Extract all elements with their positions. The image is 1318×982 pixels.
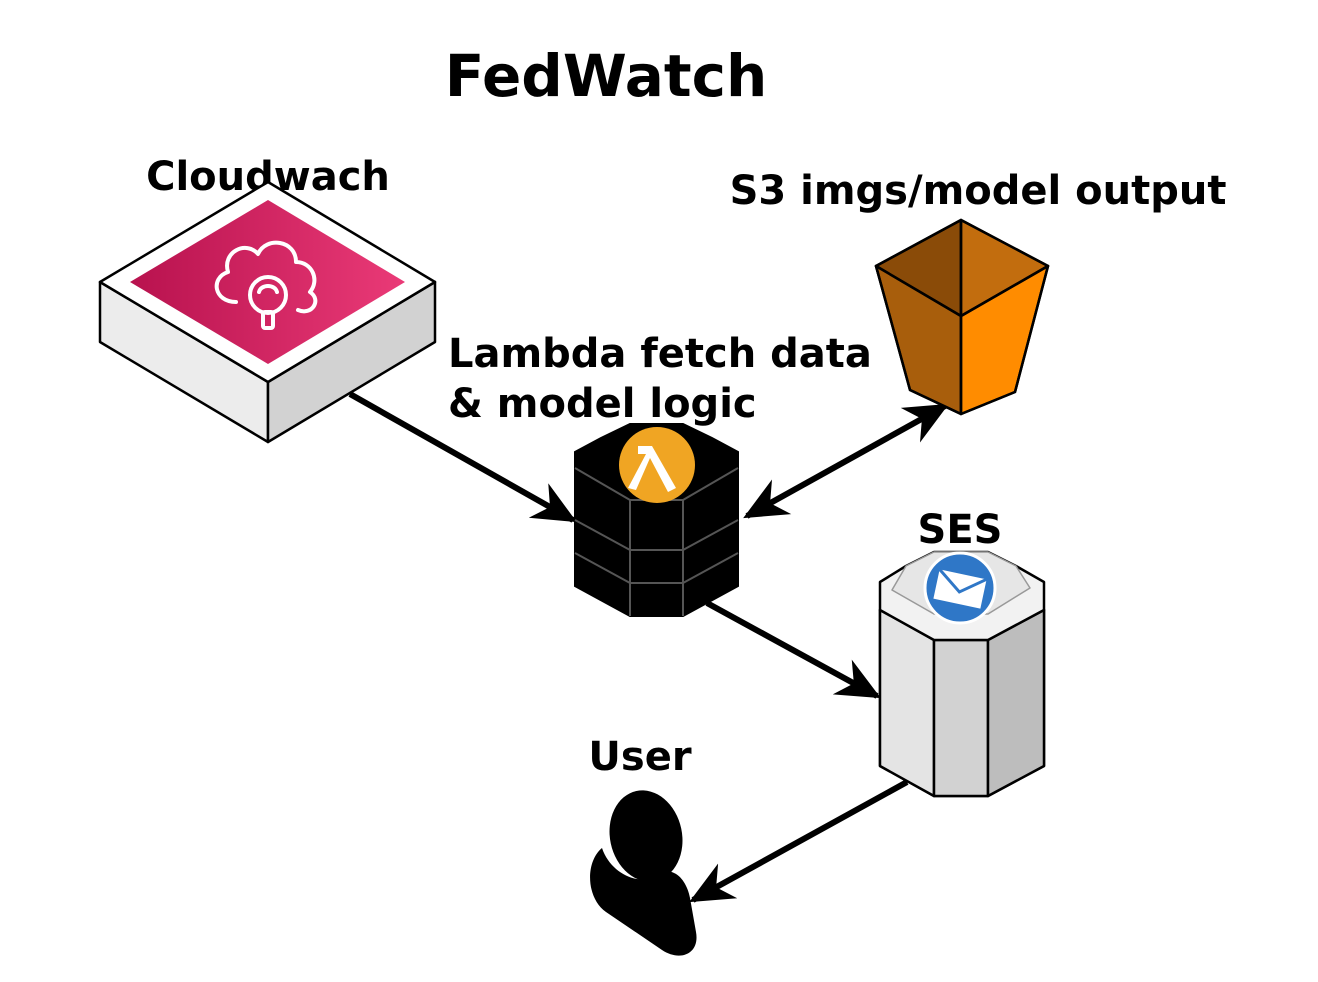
ses-cylinder xyxy=(878,550,1046,798)
edges xyxy=(348,391,949,903)
lambda-label-line1: Lambda fetch data xyxy=(448,331,872,377)
user-node: User xyxy=(588,734,697,956)
s3-node: S3 imgs/model output xyxy=(730,168,1227,416)
edge-cloudwatch-to-lambda xyxy=(348,391,577,523)
diagram-title: FedWatch xyxy=(445,42,768,110)
envelope-icon xyxy=(923,551,997,625)
ses-label: SES xyxy=(918,507,1003,553)
s3-bucket-icon xyxy=(874,218,1050,416)
lambda-node: Lambda fetch data & model logic xyxy=(448,331,872,617)
ses-node: SES xyxy=(878,507,1046,798)
edge-ses-to-user xyxy=(689,779,909,903)
user-label: User xyxy=(588,734,691,780)
user-icon xyxy=(590,790,697,956)
s3-label: S3 imgs/model output xyxy=(730,168,1227,214)
lambda-label-line2: & model logic xyxy=(448,381,757,427)
cloudwatch-icon xyxy=(214,240,318,330)
lambda-icon xyxy=(619,427,695,503)
cloudwatch-node: Cloudwach xyxy=(98,154,437,444)
cloudwatch-face xyxy=(130,200,405,364)
edge-lambda-s3-bidirectional xyxy=(743,403,949,519)
edge-lambda-to-ses xyxy=(705,600,881,699)
